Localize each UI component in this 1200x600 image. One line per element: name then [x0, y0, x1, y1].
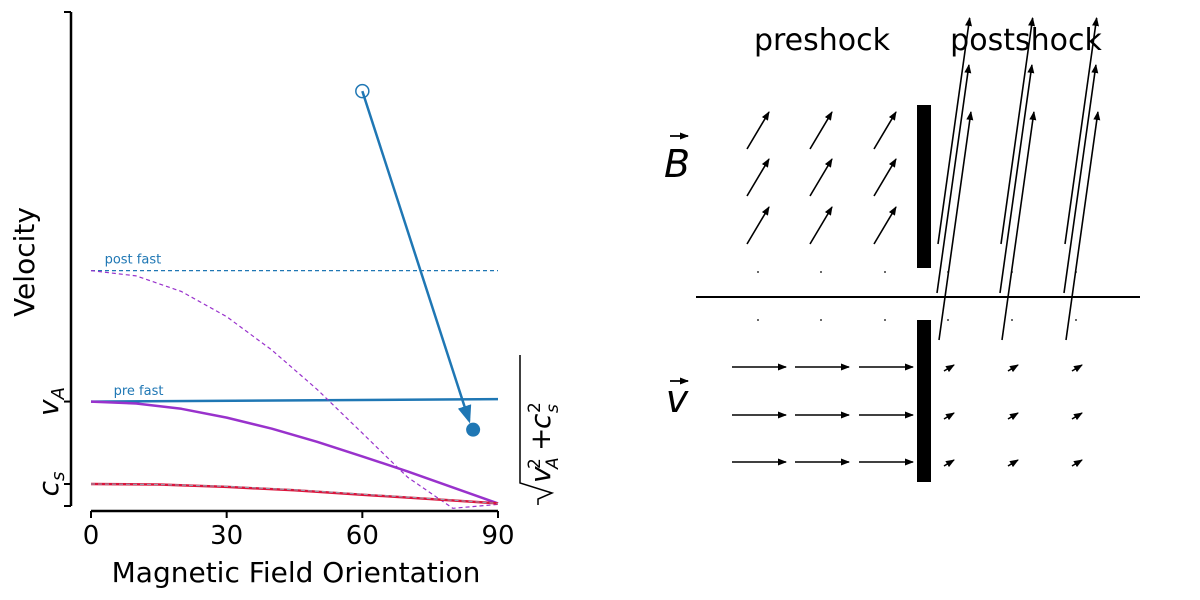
x-tick-label: 30	[210, 521, 243, 551]
series-line-0	[90, 397, 499, 403]
grid-dot	[1011, 271, 1013, 273]
b-field-arrow-pre	[746, 158, 770, 197]
sqrt-label: v 2 A + c 2 s	[519, 355, 563, 505]
grid-dot	[820, 271, 822, 273]
transition-arrow	[361, 90, 472, 424]
svg-text:cs: cs	[32, 472, 69, 497]
series-annotation: post fast	[105, 252, 162, 267]
x-tick-label: 0	[83, 521, 100, 551]
b-field-arrow-pre	[809, 111, 833, 150]
series-line-2	[90, 400, 499, 505]
b-field-arrow-post	[937, 17, 972, 245]
b-field-arrow-pre	[746, 206, 770, 245]
y-ticks: cs vA	[32, 387, 71, 496]
svg-text:s: s	[543, 404, 563, 413]
svg-text:+: +	[524, 428, 557, 451]
b-field-arrow-post	[999, 64, 1035, 294]
b-field-arrow-pre	[809, 158, 833, 197]
annotation-layer: post fast pre fast	[105, 252, 164, 399]
b-field-arrow-post	[936, 64, 972, 294]
velocity-arrow-post	[1007, 364, 1019, 373]
velocity-arrow-post	[1071, 364, 1083, 373]
b-field-arrow-pre	[746, 111, 770, 150]
grid-dot	[820, 319, 822, 321]
velocity-arrow-post	[1071, 412, 1083, 421]
b-field-arrow-pre	[809, 206, 833, 245]
svg-text:2: 2	[525, 402, 545, 413]
x-tick-label: 90	[481, 521, 514, 551]
svg-text:v: v	[524, 466, 557, 483]
b-field-arrow-post	[1065, 111, 1101, 341]
grid-dot	[884, 271, 886, 273]
svg-text:vA: vA	[32, 387, 69, 416]
b-field-arrow-pre	[873, 206, 897, 245]
y-tick-label: vA	[32, 387, 69, 416]
series-annotation: pre fast	[114, 384, 164, 399]
svg-text:A: A	[543, 457, 563, 470]
x-ticks: 0 30 60 90	[83, 511, 515, 551]
series-line-5	[90, 483, 499, 504]
grid-dot	[1075, 271, 1077, 273]
grid-dot	[947, 271, 949, 273]
series-line-3	[90, 270, 499, 509]
velocity-arrow-post	[1071, 459, 1083, 468]
v-vector-symbol: v	[666, 377, 689, 421]
shock-front-lower	[917, 320, 931, 482]
svg-text:2: 2	[525, 458, 545, 469]
shock-front-upper	[917, 105, 931, 268]
grid-dot	[884, 319, 886, 321]
grid-dot	[1075, 319, 1077, 321]
svg-text:c: c	[524, 413, 557, 429]
series-line-4	[90, 482, 499, 505]
grid-dot	[757, 271, 759, 273]
velocity-arrows	[732, 363, 1083, 468]
shock-diagram: preshock postshock B v	[664, 17, 1140, 482]
velocity-arrow-post	[1007, 412, 1019, 421]
series-layer	[90, 270, 499, 509]
pre-state-marker	[355, 83, 370, 99]
velocity-arrow-post	[943, 412, 955, 421]
grid-dot	[757, 319, 759, 321]
postshock-label: postshock	[950, 23, 1102, 58]
velocity-chart: 0 30 60 90 cs vA post fast pre fast Magnetic …	[8, 11, 563, 589]
grid-dot	[947, 319, 949, 321]
post-state-marker	[466, 422, 481, 437]
svg-text:B: B	[664, 142, 690, 186]
y-tick-label: cs	[32, 472, 69, 497]
b-field-arrow-pre	[873, 111, 897, 150]
x-axis-label: Magnetic Field Orientation	[112, 556, 481, 589]
preshock-label: preshock	[754, 23, 891, 58]
b-field-arrow-pre	[873, 158, 897, 197]
b-field-arrow-post	[1000, 17, 1035, 245]
velocity-arrow-post	[943, 459, 955, 468]
velocity-arrow-post	[943, 364, 955, 373]
b-field-arrow-post	[1063, 64, 1099, 294]
b-field-arrow-post	[1064, 17, 1099, 245]
b-field-arrows	[746, 17, 1101, 341]
arrow-layer	[355, 83, 481, 437]
grid-dots	[757, 271, 1077, 321]
velocity-arrow-post	[1007, 459, 1019, 468]
b-vector-symbol: B	[664, 132, 690, 186]
grid-dot	[1011, 319, 1013, 321]
b-field-arrow-post	[1001, 111, 1037, 341]
y-axis-label: Velocity	[8, 207, 41, 317]
svg-text:v: v	[666, 377, 689, 421]
x-tick-label: 60	[346, 521, 379, 551]
b-field-arrow-post	[938, 111, 974, 341]
